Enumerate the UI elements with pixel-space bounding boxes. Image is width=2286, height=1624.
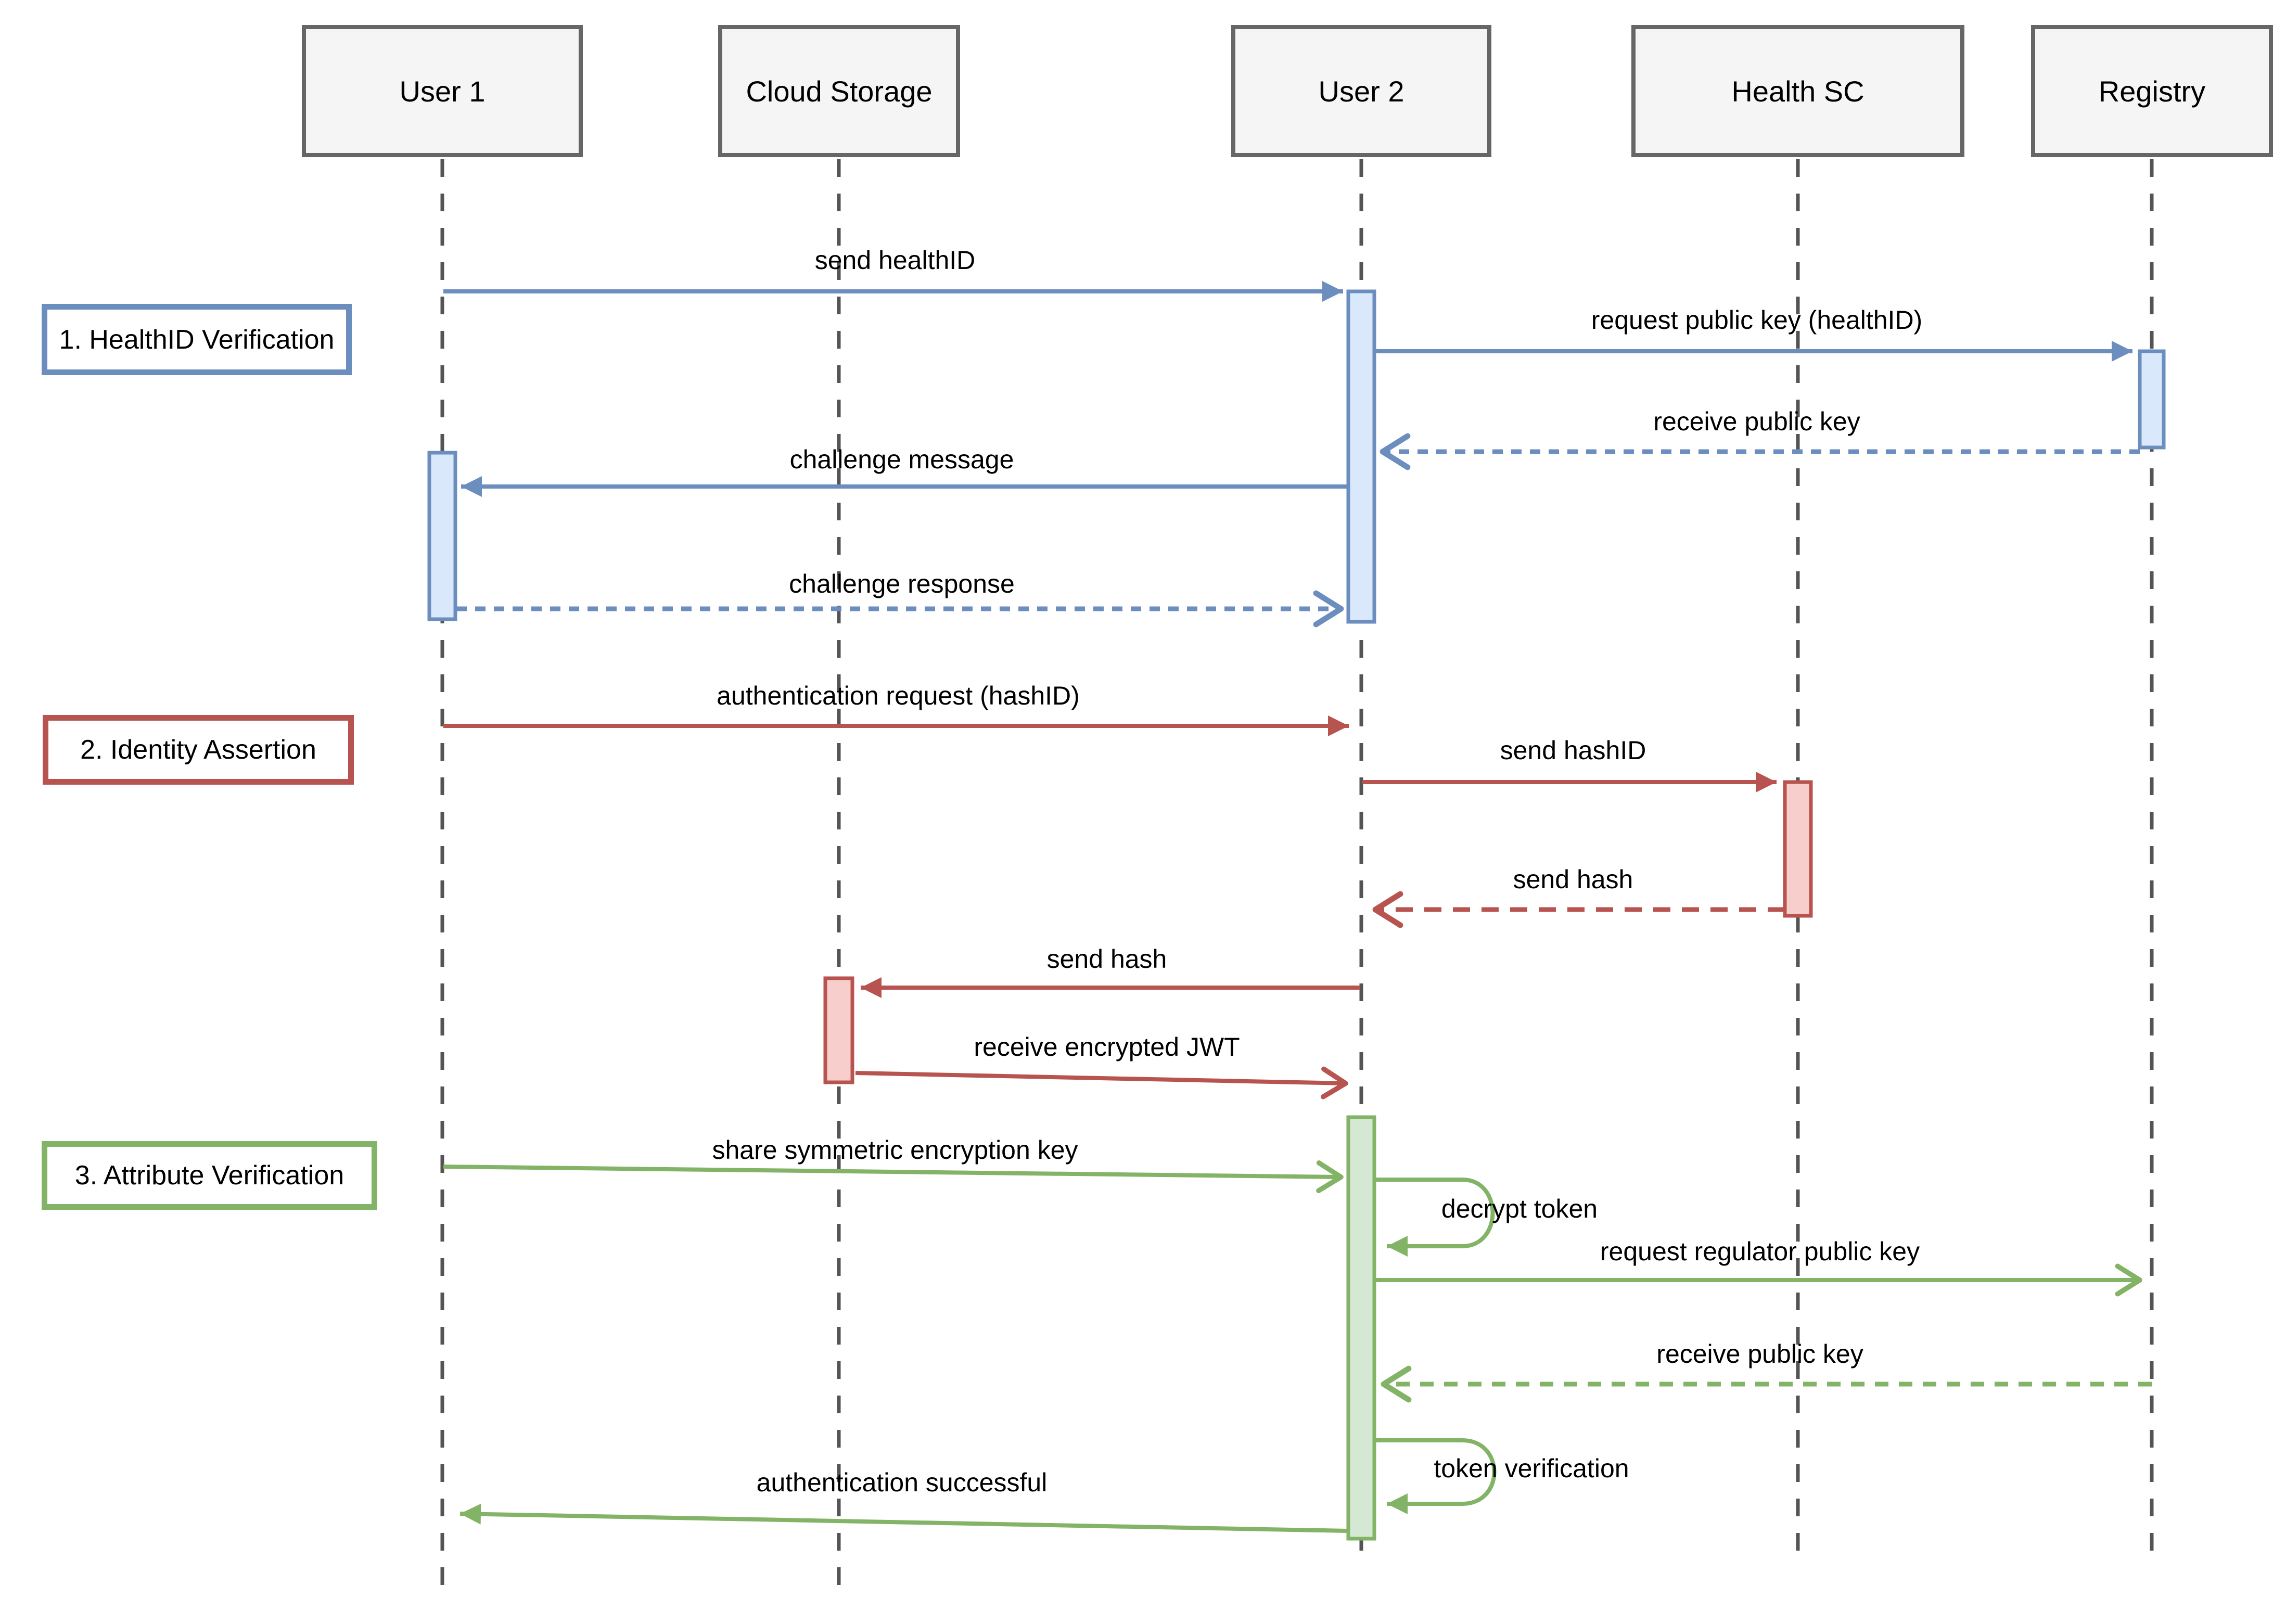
phase-label: 2. Identity Assertion xyxy=(80,735,316,765)
message-arrow-decrypt-token-loop xyxy=(1375,1178,1495,1257)
phase-label: 3. Attribute Verification xyxy=(74,1160,344,1191)
message-label-send-hash-cloud: send hash xyxy=(1046,944,1167,974)
message-label-authentication-successful: authentication successful xyxy=(756,1468,1048,1497)
phase-box-attribute-verification: 3. Attribute Verification xyxy=(42,1141,377,1210)
message-arrow-share-symmetric-key xyxy=(443,1160,1344,1193)
message-arrow-receive-encrypted-jwt xyxy=(855,1066,1348,1099)
actor-box-cloud-storage: Cloud Storage xyxy=(718,25,960,157)
message-label-challenge-message: challenge message xyxy=(789,445,1014,474)
actor-box-registry: Registry xyxy=(2031,25,2273,157)
message-label-receive-encrypted-jwt: receive encrypted JWT xyxy=(974,1032,1240,1062)
phase-box-identity-assertion: 2. Identity Assertion xyxy=(43,715,354,785)
message-label-authentication-request: authentication request (hashID) xyxy=(717,681,1080,710)
message-label-request-regulator-key: request regulator public key xyxy=(1600,1237,1920,1266)
actor-label: Cloud Storage xyxy=(746,74,933,108)
phase-label: 1. HealthID Verification xyxy=(59,324,335,355)
message-label-receive-public-key-blue: receive public key xyxy=(1653,407,1860,436)
actor-label: Registry xyxy=(2098,74,2206,108)
message-label-receive-public-key-green: receive public key xyxy=(1656,1339,1863,1369)
message-label-challenge-response: challenge response xyxy=(789,569,1015,598)
message-label-token-verification: token verification xyxy=(1434,1454,1629,1483)
activation-bar-registry-blue xyxy=(2138,349,2166,450)
actor-box-user2: User 2 xyxy=(1231,25,1491,157)
activation-bar-user2-green xyxy=(1346,1115,1376,1541)
activation-bar-cloud-red xyxy=(823,976,854,1084)
actor-label: User 2 xyxy=(1318,74,1404,108)
message-label-send-hash-dashed: send hash xyxy=(1513,865,1633,894)
actor-label: User 1 xyxy=(399,74,486,108)
actor-box-user1: User 1 xyxy=(302,25,583,157)
message-label-share-symmetric-key: share symmetric encryption key xyxy=(712,1135,1078,1165)
activation-bar-user1-blue xyxy=(427,451,457,621)
message-arrow-token-verification-loop xyxy=(1375,1438,1497,1514)
message-label-send-hashid: send hashID xyxy=(1500,736,1646,765)
actor-label: Health SC xyxy=(1731,74,1864,108)
activation-bar-healthsc-red xyxy=(1783,780,1813,918)
phase-box-healthid-verification: 1. HealthID Verification xyxy=(42,304,352,375)
activation-bar-user2-blue xyxy=(1346,289,1376,624)
message-label-send-healthid: send healthID xyxy=(814,246,976,275)
message-label-decrypt-token: decrypt token xyxy=(1441,1194,1598,1223)
message-label-request-public-key: request public key (healthID) xyxy=(1591,305,1923,335)
message-arrow-authentication-successful xyxy=(459,1503,1348,1533)
actor-box-health-sc: Health SC xyxy=(1631,25,1964,157)
